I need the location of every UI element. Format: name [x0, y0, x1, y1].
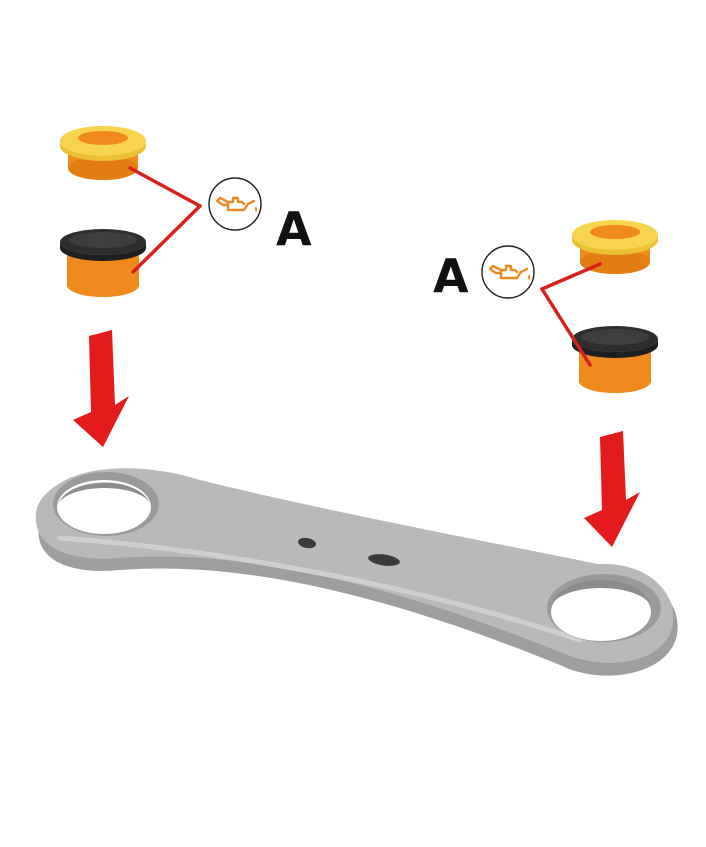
callout-label-right: A — [433, 249, 469, 303]
leader-lines-right — [540, 262, 602, 367]
bushing-left-dark — [60, 229, 146, 297]
link-bar — [35, 468, 678, 676]
bushing-right-dark — [572, 326, 658, 393]
arrow-down-icon — [584, 431, 640, 547]
oil-can-icon — [481, 245, 535, 299]
bushing-right-yellow — [572, 220, 658, 274]
arrow-down-icon — [73, 330, 129, 447]
oil-can-icon — [208, 177, 262, 231]
bushing-left-yellow — [60, 126, 146, 180]
leader-lines-left — [128, 166, 202, 274]
callout-label-left: A — [276, 202, 312, 256]
